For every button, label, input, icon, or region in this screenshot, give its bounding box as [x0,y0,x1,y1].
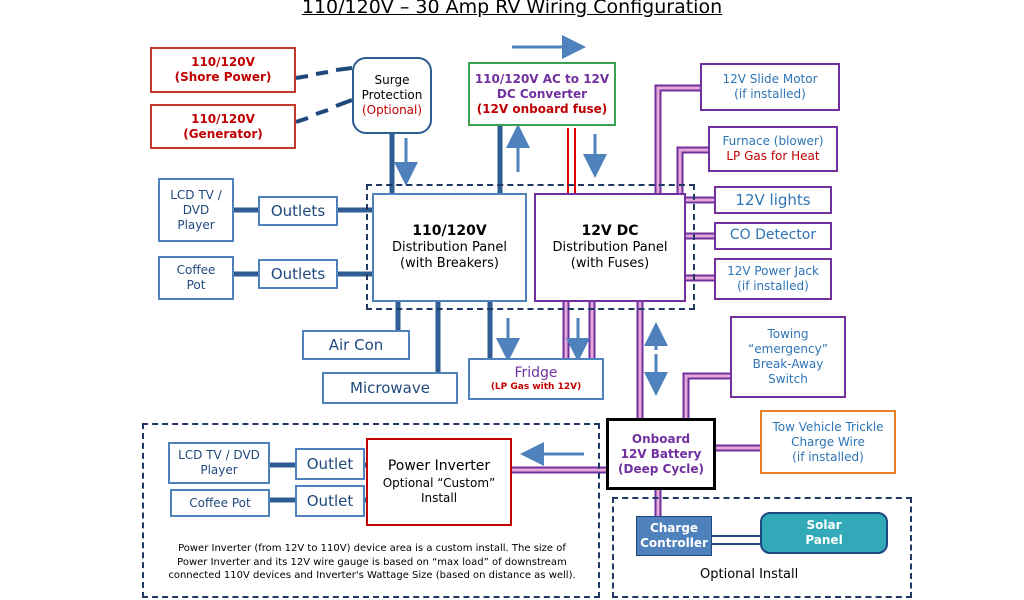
optional-install-label: Optional Install [700,567,799,582]
shore-power-box: 110/120V (Shore Power) [150,47,296,93]
fridge-line2: (LP Gas with 12V) [490,382,582,393]
solar-line2: Panel [805,533,843,547]
tow-vehicle-box: Tow Vehicle Trickle Charge Wire (if inst… [760,410,896,474]
surge-line2: Protection [361,88,423,102]
generator-line2: (Generator) [183,126,263,141]
slide-motor-line2: (if installed) [734,87,806,101]
inverter-line1: Power Inverter [387,458,491,475]
outlets-box-2: Outlets [258,259,338,289]
coffee-line2: Pot [186,278,206,292]
fridge-line1: Fridge [514,364,558,381]
air-con-box: Air Con [302,330,410,360]
dc-panel-line1: 12V DC [581,222,639,239]
inverter-line3: Install [420,490,458,505]
outlets-label-1: Outlets [270,201,326,220]
microwave-box: Microwave [322,372,458,404]
lcd-tv-dvd-box: LCD TV / DVD Player [168,442,270,484]
lcd-tv-line2: DVD [182,202,210,217]
lcd-tv-line1: LCD TV / [170,187,222,202]
converter-line1: 110/120V AC to 12V [474,71,610,86]
generator-line1: 110/120V [191,111,255,126]
slide-motor-box: 12V Slide Motor (if installed) [700,63,840,111]
coffee-line1: Coffee [176,263,216,277]
inverter-install-area [142,423,600,598]
coffee-pot-box-2: Coffee Pot [170,489,270,517]
co-detector-box: CO Detector [714,222,832,250]
towing-switch-box: Towing “emergency” Break-Away Switch [730,316,846,398]
lcd-tv-line3: Player [177,217,215,232]
lights-box: 12V lights [714,186,832,214]
diagram-title: 110/120V – 30 Amp RV Wiring Configuratio… [301,0,723,18]
outlet-label-4: Outlet [306,491,354,510]
feed-dashes [295,66,353,124]
furnace-line2: LP Gas for Heat [726,149,820,163]
solar-panel-box: Solar Panel [760,512,888,554]
charge-controller-box: Charge Controller [636,516,712,556]
dc-panel-line2: Distribution Panel [552,240,668,255]
furnace-box: Furnace (blower) LP Gas for Heat [708,126,838,172]
charge-controller-line2: Controller [640,536,708,550]
inverter-note-line1: Power Inverter (from 12V to 110V) device… [178,543,566,554]
power-jack-line1: 12V Power Jack [727,264,819,278]
ac-panel-line3: (with Breakers) [400,256,499,272]
outlet-box-3: Outlet [295,448,365,480]
shore-power-line1: 110/120V [191,55,255,69]
power-inverter-box: Power Inverter Optional “Custom” Install [366,438,512,526]
coffee-pot-box: Coffee Pot [158,256,234,300]
generator-box: 110/120V (Generator) [150,104,296,149]
converter-line3: (12V onboard fuse) [476,101,608,116]
converter-line2: DC Converter [496,86,588,101]
power-jack-line2: (if installed) [737,279,809,293]
surge-line3: (Optional) [361,103,423,117]
battery-line1: Onboard [631,431,691,446]
battery-line2: 12V Battery [620,446,702,461]
inverter-note: Power Inverter (from 12V to 110V) device… [150,542,594,583]
towing-line2: “emergency” [748,342,828,356]
outlets-box-1: Outlets [258,196,338,226]
dc-panel-line3: (with Fuses) [570,256,650,272]
lcd-tv2-line2: Player [200,463,238,477]
shore-power-line2: (Shore Power) [174,70,272,84]
tow-vehicle-line1: Tow Vehicle Trickle [772,419,884,434]
solar-line1: Solar [806,518,842,532]
fridge-box: Fridge (LP Gas with 12V) [468,358,604,400]
towing-line3: Break-Away [752,357,824,371]
power-jack-box: 12V Power Jack (if installed) [714,258,832,300]
towing-line1: Towing [767,327,809,341]
battery-line3: (Deep Cycle) [618,461,704,476]
towing-line4: Switch [768,372,808,386]
outlets-label-2: Outlets [270,264,326,283]
inverter-line2: Optional “Custom” [382,475,496,490]
surge-line1: Surge [374,73,410,87]
lcd-tv-box: LCD TV / DVD Player [158,178,234,242]
surge-protection-box: Surge Protection (Optional) [352,57,432,134]
dc-distribution-panel: 12V DC Distribution Panel (with Fuses) [534,193,686,302]
solar-install-area [612,497,912,598]
charge-controller-line1: Charge [649,521,699,535]
ac-panel-line1: 110/120V [412,222,487,239]
battery-box: Onboard 12V Battery (Deep Cycle) [606,418,716,490]
inverter-note-line3: connected 110V devices and Inverter's Wa… [168,570,576,581]
outlet-label-3: Outlet [306,454,354,473]
inverter-note-line2: Power Inverter and its 12V wire gauge is… [177,556,567,568]
panel-group-outline [366,184,695,310]
furnace-line1: Furnace (blower) [722,134,824,148]
lights-label: 12V lights [735,190,811,209]
microwave-label: Microwave [350,378,430,397]
lcd-tv2-line1: LCD TV / DVD [178,448,260,462]
tow-vehicle-line2: Charge Wire [791,434,865,449]
ac-panel-line2: Distribution Panel [391,240,508,255]
co-detector-label: CO Detector [729,227,817,244]
tow-vehicle-line3: (if installed) [792,449,864,464]
slide-motor-line1: 12V Slide Motor [722,72,818,86]
air-con-label: Air Con [328,335,384,354]
coffee2-label: Coffee Pot [189,495,251,510]
ac-distribution-panel: 110/120V Distribution Panel (with Breake… [372,193,527,302]
outlet-box-4: Outlet [295,485,365,517]
converter-box: 110/120V AC to 12V DC Converter (12V onb… [468,62,616,126]
